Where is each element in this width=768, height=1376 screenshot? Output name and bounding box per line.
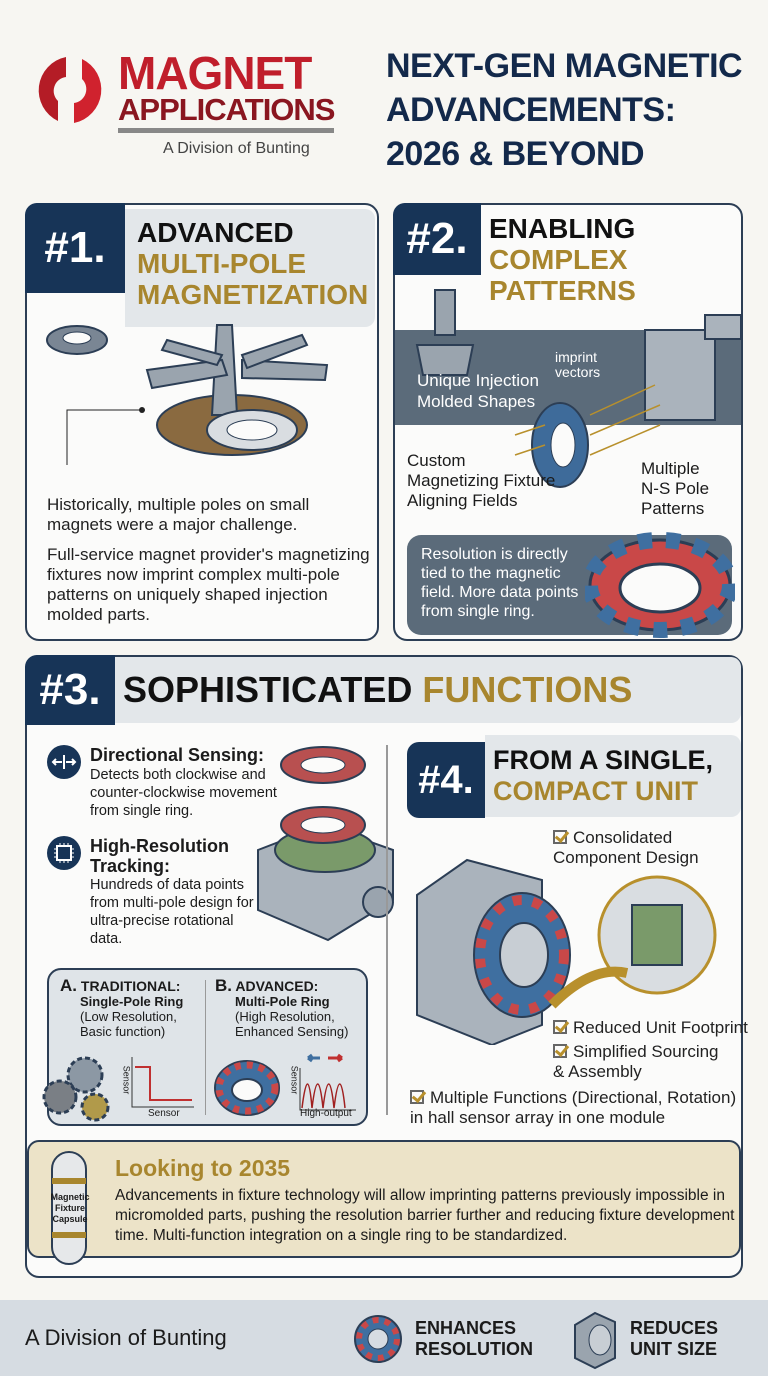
compare-desc: (Low Resolution, Basic function) bbox=[80, 1009, 177, 1039]
label-line: Multiple bbox=[641, 459, 700, 478]
title-gold: MULTI-POLE bbox=[137, 248, 307, 279]
logo-mark-icon bbox=[38, 57, 102, 123]
capsule-label: Magnetic Fixture Capsule bbox=[50, 1192, 90, 1224]
comparison-divider bbox=[205, 980, 206, 1115]
checkbox-icon bbox=[553, 830, 567, 844]
footer-tagline: A Division of Bunting bbox=[25, 1325, 227, 1350]
sensor-module-illustration bbox=[257, 746, 394, 942]
label-line: Magnetizing Fixture bbox=[407, 471, 556, 490]
checkbox-icon bbox=[553, 1044, 567, 1058]
single-pole-graph bbox=[131, 1057, 194, 1108]
feature-text: Detects both clockwise and counter-clock… bbox=[90, 767, 277, 819]
checkbox-icon bbox=[553, 1020, 567, 1034]
multi-pole-graph bbox=[299, 1053, 356, 1111]
logo-text-applications: APPLICATIONS bbox=[118, 92, 335, 127]
chip-icon bbox=[47, 836, 81, 870]
label-line: Custom bbox=[407, 451, 466, 470]
resolution-note: Resolution is directly tied to the magne… bbox=[421, 546, 579, 620]
section-1-panel: #1. ADVANCED MULTI-POLE MAGNETIZATION Hi… bbox=[25, 203, 379, 641]
compact-unit-icon bbox=[574, 1311, 616, 1370]
compare-sub: Multi-Pole Ring bbox=[235, 994, 330, 1009]
graph-a-y-label: Sensor bbox=[121, 1065, 132, 1095]
badge-label: ENHANCES RESOLUTION bbox=[415, 1318, 534, 1359]
directional-arrows-icon bbox=[47, 745, 81, 779]
compact-unit-illustration bbox=[416, 858, 717, 1045]
title-line: NEXT-GEN MAGNETIC bbox=[386, 47, 743, 85]
section-1-text: Historically, multiple poles on small ma… bbox=[47, 495, 372, 625]
compare-letter: B. bbox=[215, 976, 232, 995]
check-label: Reduced Unit Footprint bbox=[573, 1018, 748, 1037]
section-number: #2. bbox=[393, 203, 481, 275]
label-vectors: imprint vectors bbox=[555, 349, 601, 380]
title-gold: FUNCTIONS bbox=[422, 669, 633, 710]
multi-pole-ring-icon bbox=[214, 1060, 280, 1116]
check-label: Consolidated Component Design bbox=[553, 828, 699, 867]
title-dark: ENABLING bbox=[489, 213, 636, 244]
compare-traditional: A. TRADITIONAL: Single-Pole Ring (Low Re… bbox=[60, 976, 200, 1039]
page-title: NEXT-GEN MAGNETIC ADVANCEMENTS: 2026 & B… bbox=[386, 44, 743, 176]
section-header: SOPHISTICATED FUNCTIONS bbox=[115, 657, 741, 723]
label-line: Aligning Fields bbox=[407, 491, 518, 510]
logo-text-magnet: MAGNET bbox=[118, 47, 312, 99]
paragraph: Historically, multiple poles on small ma… bbox=[47, 495, 310, 534]
outlook-text: Advancements in fixture technology will … bbox=[115, 1187, 735, 1244]
check-label: Multiple Functions (Directional, Rotatio… bbox=[410, 1088, 737, 1127]
feature-title: Directional Sensing: bbox=[90, 745, 265, 765]
section-4-divider bbox=[386, 745, 388, 1115]
paragraph: Full-service magnet provider's magnetizi… bbox=[47, 545, 370, 624]
label-poles: Multiple N-S Pole Patterns bbox=[641, 459, 709, 519]
fixture-illustration bbox=[415, 289, 741, 488]
section-header: ENABLING COMPLEX PATTERNS bbox=[489, 213, 636, 306]
compare-sub: Single-Pole Ring bbox=[80, 994, 184, 1009]
compare-heading: ADVANCED: bbox=[235, 978, 319, 994]
ring-magnet-icon bbox=[354, 1315, 402, 1363]
title-gold: MAGNETIZATION bbox=[137, 279, 369, 310]
title-gold: PATTERNS bbox=[489, 275, 636, 306]
feature-directional: Directional Sensing: Detects both clockw… bbox=[47, 745, 287, 820]
section-number: #3. bbox=[25, 655, 115, 725]
label-fixture: Custom Magnetizing Fixture Aligning Fiel… bbox=[407, 451, 555, 511]
outlook-box bbox=[27, 1140, 741, 1258]
compare-desc: (High Resolution, Enhanced Sensing) bbox=[235, 1009, 349, 1039]
compare-heading: TRADITIONAL: bbox=[80, 978, 181, 994]
logo-divider bbox=[118, 128, 334, 133]
graph-b-y-label: Sensor bbox=[289, 1065, 300, 1095]
check-item: Multiple Functions (Directional, Rotatio… bbox=[410, 1088, 740, 1128]
check-item: Simplified Sourcing & Assembly bbox=[553, 1042, 733, 1082]
title-dark: FROM A SINGLE, bbox=[493, 745, 713, 775]
capsule-icon bbox=[51, 1151, 87, 1265]
compare-advanced: B. ADVANCED: Multi-Pole Ring (High Resol… bbox=[215, 976, 360, 1039]
label-shapes: Unique Injection Molded Shapes bbox=[417, 371, 539, 411]
logo-tagline: A Division of Bunting bbox=[163, 140, 310, 157]
section-header: FROM A SINGLE, COMPACT UNIT bbox=[485, 735, 741, 817]
compare-letter: A. bbox=[60, 976, 77, 995]
check-item: Reduced Unit Footprint bbox=[553, 1018, 748, 1038]
feature-resolution: High-Resolution Tracking: Hundreds of da… bbox=[47, 836, 287, 948]
section-2-panel: #2. ENABLING COMPLEX PATTERNS imprint ve… bbox=[393, 203, 743, 641]
graph-a-x-label: Sensor bbox=[148, 1108, 180, 1119]
title-dark: SOPHISTICATED bbox=[123, 669, 413, 710]
section-header: ADVANCED MULTI-POLE MAGNETIZATION bbox=[125, 209, 375, 327]
check-item: Consolidated Component Design bbox=[553, 828, 733, 868]
title-line: ADVANCEMENTS: bbox=[386, 91, 676, 129]
section-number: #4. bbox=[407, 742, 485, 818]
feature-text: Hundreds of data points from multi-pole … bbox=[90, 877, 254, 947]
gears-icon bbox=[42, 1056, 110, 1122]
label-line: Patterns bbox=[641, 499, 705, 518]
title-gold: COMPLEX bbox=[489, 244, 628, 275]
multi-pole-fixture-illustration bbox=[46, 324, 329, 465]
title-line: 2026 & BEYOND bbox=[386, 135, 645, 173]
feature-title: High-Resolution Tracking: bbox=[90, 836, 229, 876]
graph-b-x-label: High-output bbox=[300, 1108, 352, 1119]
outlook-title: Looking to 2035 bbox=[115, 1155, 291, 1181]
checkbox-icon bbox=[410, 1090, 424, 1104]
label-line: N-S Pole bbox=[641, 479, 710, 498]
pole-ring-icon bbox=[585, 532, 735, 638]
title-dark: ADVANCED bbox=[137, 217, 294, 248]
check-label: Simplified Sourcing & Assembly bbox=[553, 1042, 719, 1081]
title-gold: COMPACT UNIT bbox=[493, 776, 698, 806]
section-number: #1. bbox=[25, 203, 125, 293]
badge-label: REDUCES UNIT SIZE bbox=[630, 1318, 719, 1359]
